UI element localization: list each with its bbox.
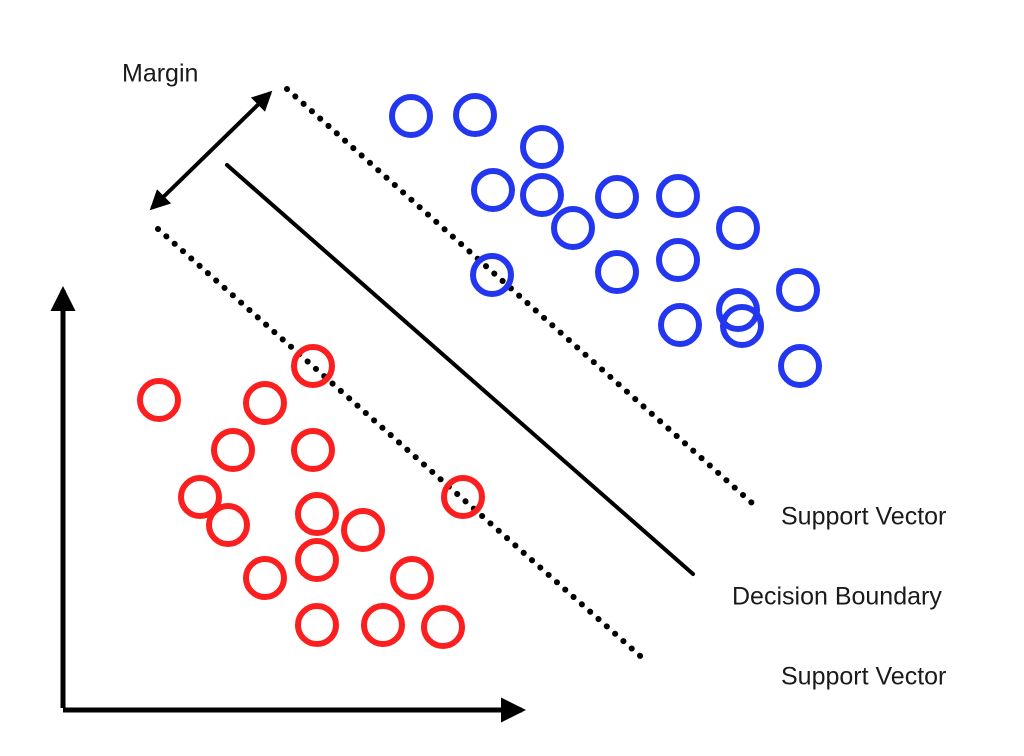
data-point: [551, 206, 595, 250]
margin-double-arrow-line: [149, 90, 273, 211]
data-point: [291, 428, 335, 472]
support-vector-line-lower: [155, 226, 650, 665]
support-vector-top-label: Support Vector: [781, 503, 946, 531]
data-point: [178, 475, 222, 519]
data-point: [295, 492, 339, 536]
labels-group: Margin Support Vector Decision Boundary …: [122, 60, 946, 691]
data-point: [341, 508, 385, 552]
data-point: [243, 381, 287, 425]
margin-arrow: [149, 90, 273, 211]
series-class-a-blue: [389, 93, 822, 388]
support-vector-line-upper: [284, 86, 755, 506]
data-point: [595, 250, 639, 294]
data-point: [421, 605, 465, 649]
data-point: [137, 378, 181, 422]
decision-boundary-group: [225, 163, 695, 576]
decision-boundary-line: [225, 163, 695, 576]
data-point: [720, 304, 764, 348]
data-point: [656, 174, 700, 218]
data-point: [778, 344, 822, 388]
series-class-b-red: [137, 344, 485, 649]
data-point: [295, 538, 339, 582]
data-point: [211, 428, 255, 472]
data-point: [595, 175, 639, 219]
data-point: [520, 173, 564, 217]
decision-boundary-label: Decision Boundary: [732, 583, 942, 611]
data-point: [656, 238, 700, 282]
data-point: [453, 93, 497, 137]
data-point: [243, 556, 287, 600]
data-point: [390, 556, 434, 600]
support-vector-point: [441, 475, 485, 519]
margin-label: Margin: [122, 60, 198, 88]
support-vector-point: [470, 253, 514, 297]
data-point: [206, 503, 250, 547]
data-point: [295, 603, 339, 647]
data-point: [520, 125, 564, 169]
data-point: [361, 603, 405, 647]
support-vector-bottom-label: Support Vector: [781, 663, 946, 691]
data-points-layer: [137, 93, 822, 649]
data-point: [716, 206, 760, 250]
data-point: [658, 303, 702, 347]
data-point: [776, 268, 820, 312]
support-vector-lines-group: [155, 86, 755, 665]
axes-group: [50, 285, 527, 723]
data-point: [471, 168, 515, 212]
data-point: [389, 94, 433, 138]
support-vector-point: [291, 344, 335, 388]
